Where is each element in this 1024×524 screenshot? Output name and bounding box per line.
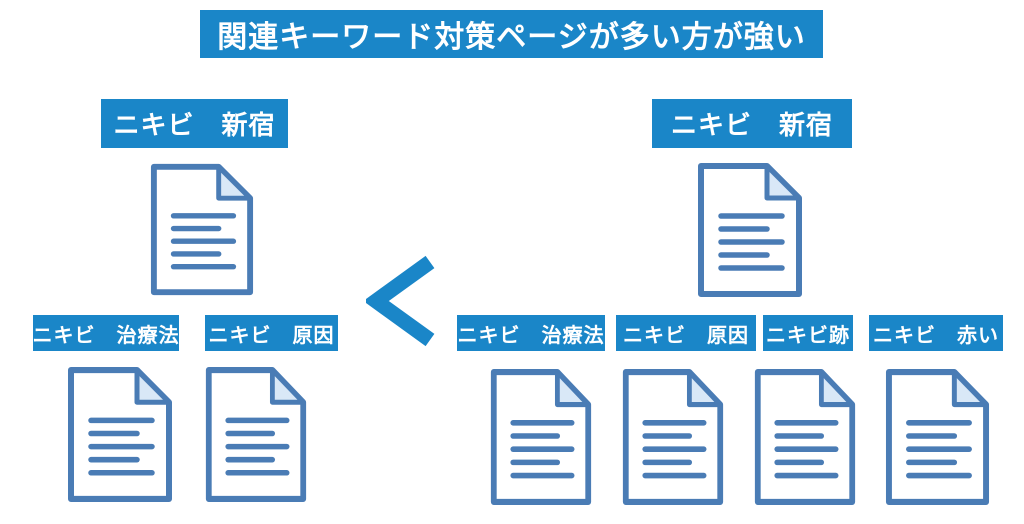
- right-sub-keyword-label: ニキビ 治療法: [457, 315, 605, 351]
- right-main-keyword-label: ニキビ 新宿: [652, 99, 852, 148]
- right-sub-keyword-label: ニキビ跡: [763, 315, 853, 351]
- left-main-page-document-icon: [148, 161, 256, 298]
- left-sub-keyword-label: ニキビ 原因: [205, 315, 338, 351]
- right-sub-keyword-label: ニキビ 赤い: [869, 315, 1003, 351]
- less-than-icon: [366, 255, 435, 347]
- right-sub-page-document-icon: [752, 366, 858, 508]
- left-sub-page-document-icon: [203, 364, 309, 505]
- right-sub-page-document-icon: [488, 366, 594, 508]
- left-sub-keyword-label: ニキビ 治療法: [33, 315, 179, 351]
- right-sub-page-document-icon: [883, 366, 992, 508]
- left-sub-page-document-icon: [65, 364, 175, 505]
- diagram-title: 関連キーワード対策ページが多い方が強い: [200, 10, 823, 58]
- right-sub-page-document-icon: [620, 366, 726, 508]
- right-main-page-document-icon: [695, 160, 805, 300]
- left-main-keyword-label: ニキビ 新宿: [101, 99, 288, 148]
- right-sub-keyword-label: ニキビ 原因: [616, 315, 756, 351]
